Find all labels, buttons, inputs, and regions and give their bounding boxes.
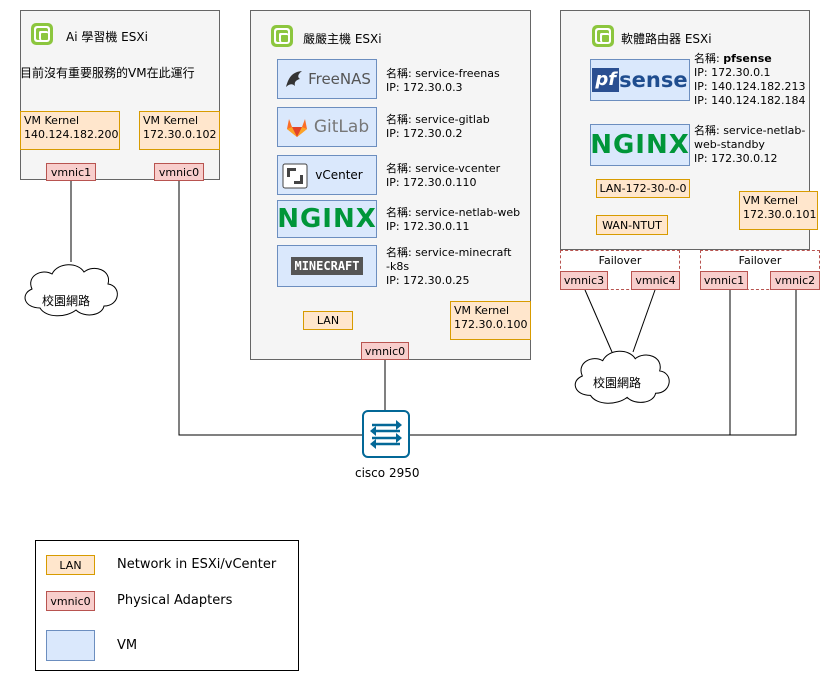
kernel-label: VM Kernel xyxy=(24,114,80,127)
kernel-label: VM Kernel xyxy=(143,114,199,127)
kernel-ip: 172.30.0.102 xyxy=(143,128,217,141)
vmnic4-adapter: vmnic4 xyxy=(631,271,680,290)
vm-ip: IP: 172.30.0.1 xyxy=(694,66,771,79)
vm-name-cont: -k8s xyxy=(386,260,410,273)
vm-kernel: VM Kernel 172.30.0.102 xyxy=(139,111,220,150)
vsphere-icon xyxy=(271,25,293,47)
legend-nic-sample: vmnic0 xyxy=(46,591,95,611)
vm-ip: IP: 172.30.0.2 xyxy=(386,127,463,140)
vm-name: 名稱: service-minecraft xyxy=(386,246,512,259)
gitlab-icon xyxy=(286,119,307,137)
vm-name: 名稱: service-freenas xyxy=(386,67,500,80)
pfsense-icon: pf xyxy=(592,68,620,92)
vm-name-bold: pfsense xyxy=(723,52,772,65)
vm-info: 名稱: pfsense IP: 172.30.0.1 IP: 140.124.1… xyxy=(694,52,806,108)
gitlab-logo-text: GitLab xyxy=(313,117,370,137)
vm-name-prefix: 名稱: xyxy=(694,52,724,65)
vm-ip: IP: 172.30.0.110 xyxy=(386,176,477,189)
vm-gitlab: GitLab xyxy=(277,107,377,147)
legend-network-sample: LAN xyxy=(46,555,95,575)
vm-vcenter: vCenter xyxy=(277,155,377,195)
pfsense-logo-text: sense xyxy=(619,68,688,92)
vmnic2-adapter: vmnic2 xyxy=(770,271,820,290)
vm-kernel: VM Kernel 172.30.0.101 xyxy=(739,191,818,230)
campus-network-label: 校園網路 xyxy=(593,376,642,390)
switch-label: cisco 2950 xyxy=(355,466,420,480)
vm-name: 名稱: service-vcenter xyxy=(386,162,501,175)
vm-nginx: NGINX xyxy=(277,200,377,238)
cisco-switch-icon xyxy=(362,410,410,458)
vm-minecraft: MINECRAFT xyxy=(277,245,377,287)
legend-label: VM xyxy=(117,638,138,653)
kernel-label: VM Kernel xyxy=(743,194,799,207)
cloud-icon xyxy=(24,264,118,317)
vm-ip: IP: 172.30.0.12 xyxy=(694,152,778,165)
vm-ip: IP: 140.124.182.184 xyxy=(694,94,806,107)
kernel-ip: 172.30.0.101 xyxy=(743,208,817,221)
host-title: 軟體路由器 ESXi xyxy=(621,32,712,46)
kernel-ip: 140.124.182.200 xyxy=(24,128,119,141)
freenas-icon xyxy=(286,71,303,87)
host-title: Ai 學習機 ESXi xyxy=(66,30,148,44)
failover-group: Failover xyxy=(560,250,680,290)
legend-vm-sample xyxy=(46,630,95,661)
lan-network: LAN-172-30-0-0 xyxy=(596,179,690,198)
vcenter-logo-text: vCenter xyxy=(315,168,363,182)
vm-info: 名稱: service-netlab- web-standby IP: 172.… xyxy=(694,124,805,166)
vm-info: 名稱: service-freenas IP: 172.30.0.3 xyxy=(386,67,500,95)
vm-name: 名稱: service-netlab-web xyxy=(386,206,521,219)
kernel-ip: 172.30.0.100 xyxy=(454,318,528,331)
vmnic0-adapter: vmnic0 xyxy=(361,342,409,360)
vm-kernel: VM Kernel 172.30.0.100 xyxy=(450,301,531,340)
vsphere-icon xyxy=(31,23,53,45)
freenas-logo-text: FreeNAS xyxy=(308,70,371,88)
campus-network-label: 校園網路 xyxy=(42,294,91,308)
host-ai-esxi: Ai 學習機 ESXi xyxy=(20,10,220,180)
vm-name-cont: web-standby xyxy=(694,138,765,151)
vm-kernel: VM Kernel 140.124.182.200 xyxy=(20,111,120,150)
vm-info: 名稱: service-minecraft -k8s IP: 172.30.0.… xyxy=(386,246,511,288)
minecraft-icon: MINECRAFT xyxy=(291,257,363,275)
failover-label: Failover xyxy=(598,254,642,267)
link-ai-vmnic0-switch xyxy=(178,181,363,436)
vm-name: 名稱: service-gitlab xyxy=(386,113,490,126)
vm-name: 名稱: service-netlab- xyxy=(694,124,806,137)
vm-info: 名稱: service-gitlab IP: 172.30.0.2 xyxy=(386,113,490,141)
vm-ip: IP: 172.30.0.11 xyxy=(386,220,470,233)
vsphere-icon xyxy=(592,25,614,47)
vmnic1-adapter: vmnic1 xyxy=(700,271,748,290)
host-title: 嚴嚴主機 ESXi xyxy=(303,32,382,46)
kernel-label: VM Kernel xyxy=(454,304,510,317)
legend-label: Network in ESXi/vCenter xyxy=(117,557,277,572)
vm-name: 名稱: pfsense xyxy=(694,52,806,66)
vm-pfsense: pf sense xyxy=(590,59,690,101)
vm-ip: IP: 172.30.0.25 xyxy=(386,274,470,287)
nginx-icon: NGINX xyxy=(590,130,690,160)
host-note: 目前沒有重要服務的VM在此運行 xyxy=(20,66,195,80)
link-router-vmnic2-switch xyxy=(730,290,797,436)
wan-network: WAN-NTUT xyxy=(596,215,668,235)
vm-info: 名稱: service-netlab-web IP: 172.30.0.11 xyxy=(386,206,520,234)
vm-freenas: FreeNAS xyxy=(277,59,377,99)
vm-ip: IP: 140.124.182.213 xyxy=(694,80,806,93)
failover-group: Failover xyxy=(700,250,820,290)
vmnic1-adapter: vmnic1 xyxy=(46,163,96,181)
vm-nginx-standby: NGINX xyxy=(590,124,690,166)
legend-label: Physical Adapters xyxy=(117,593,233,608)
vcenter-icon xyxy=(282,163,308,189)
vmnic0-adapter: vmnic0 xyxy=(154,163,204,181)
nginx-icon: NGINX xyxy=(277,204,377,234)
vmnic3-adapter: vmnic3 xyxy=(560,271,608,290)
vm-ip: IP: 172.30.0.3 xyxy=(386,81,463,94)
lan-network: LAN xyxy=(303,311,353,330)
cloud-icon xyxy=(574,350,670,404)
failover-label: Failover xyxy=(738,254,782,267)
vm-info: 名稱: service-vcenter IP: 172.30.0.110 xyxy=(386,162,500,190)
